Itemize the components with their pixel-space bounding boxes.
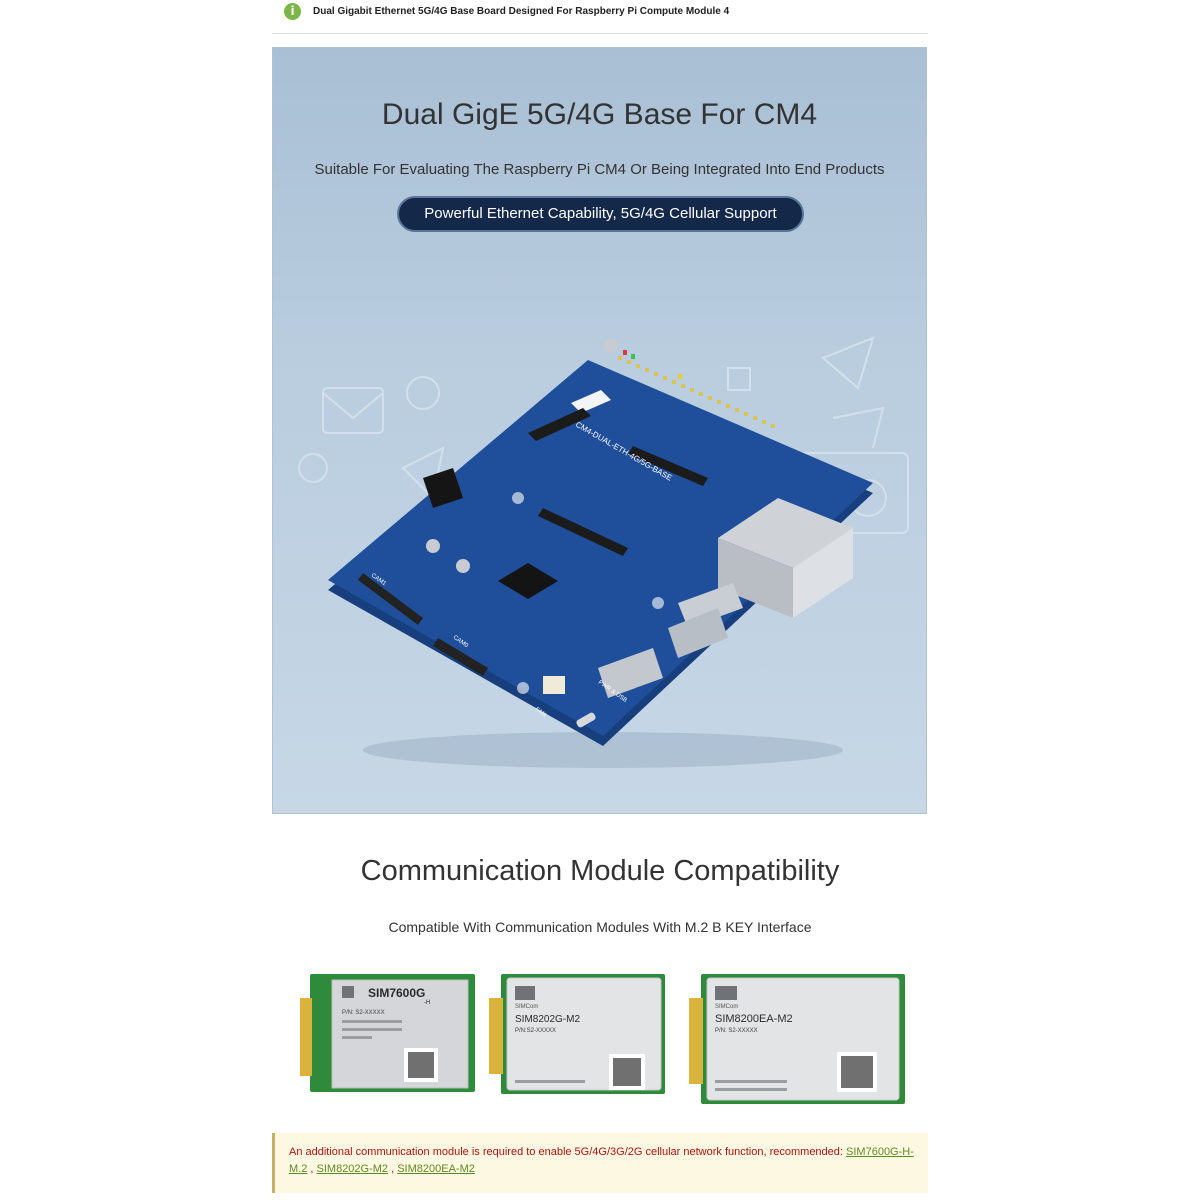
module-2-pn: P/N:S2-XXXXX [515, 1028, 556, 1034]
board-image: CM4-DUAL-ETH-4G/5G-BASE CAM1 CAM0 FAN PW… [298, 336, 909, 768]
page-header: i Dual Gigabit Ethernet 5G/4G Base Board… [272, 0, 928, 34]
module-1-name: SIM7600G [368, 986, 425, 1000]
module-1-suffix: -H [424, 1000, 430, 1006]
link-separator: , [388, 1163, 398, 1175]
module-3-pn: P/N: S2-XXXXX [715, 1028, 758, 1034]
module-2-brand: SIMCom [515, 1004, 538, 1010]
link-sim8202g-m2[interactable]: SIM8202G-M2 [316, 1163, 389, 1175]
compat-title: Communication Module Compatibility [360, 855, 840, 887]
notice-box: An additional communication module is re… [272, 1133, 928, 1193]
module-sim8202g-m2: SIMCom SIM8202G-M2 P/N:S2-XXXXX [489, 974, 665, 1094]
module-3-brand: SIMCom [715, 1004, 738, 1010]
link-sim7600g-h-m2[interactable]: SIM7600G-H-M.2 [289, 1146, 914, 1175]
link-sim8200ea-m2[interactable]: SIM8200EA-M2 [397, 1163, 475, 1175]
info-icon: i [284, 3, 301, 20]
hero-feature-pill: Powerful Ethernet Capability, 5G/4G Cell… [397, 196, 804, 232]
notice-text: An additional communication module is re… [289, 1146, 847, 1158]
module-1-pn: P/N: S2-XXXXX [342, 1010, 385, 1016]
module-sim8200ea-m2: SIMCom SIM8200EA-M2 P/N: S2-XXXXX [689, 974, 905, 1104]
silk-fan: FAN [534, 707, 547, 719]
page-title: Dual Gigabit Ethernet 5G/4G Base Board D… [313, 6, 730, 17]
hero-subtitle: Suitable For Evaluating The Raspberry Pi… [314, 161, 885, 178]
module-2-name: SIM8202G-M2 [515, 1014, 580, 1025]
hero-banner: Dual GigE 5G/4G Base For CM4 Suitable Fo… [272, 47, 927, 814]
module-3-name: SIM8200EA-M2 [715, 1013, 793, 1025]
module-sim7600g-h: SIM7600G -H P/N: S2-XXXXX [300, 974, 475, 1092]
compat-subtitle: Compatible With Communication Modules Wi… [388, 919, 812, 935]
link-separator: , [307, 1163, 317, 1175]
hero-title: Dual GigE 5G/4G Base For CM4 [381, 98, 818, 131]
